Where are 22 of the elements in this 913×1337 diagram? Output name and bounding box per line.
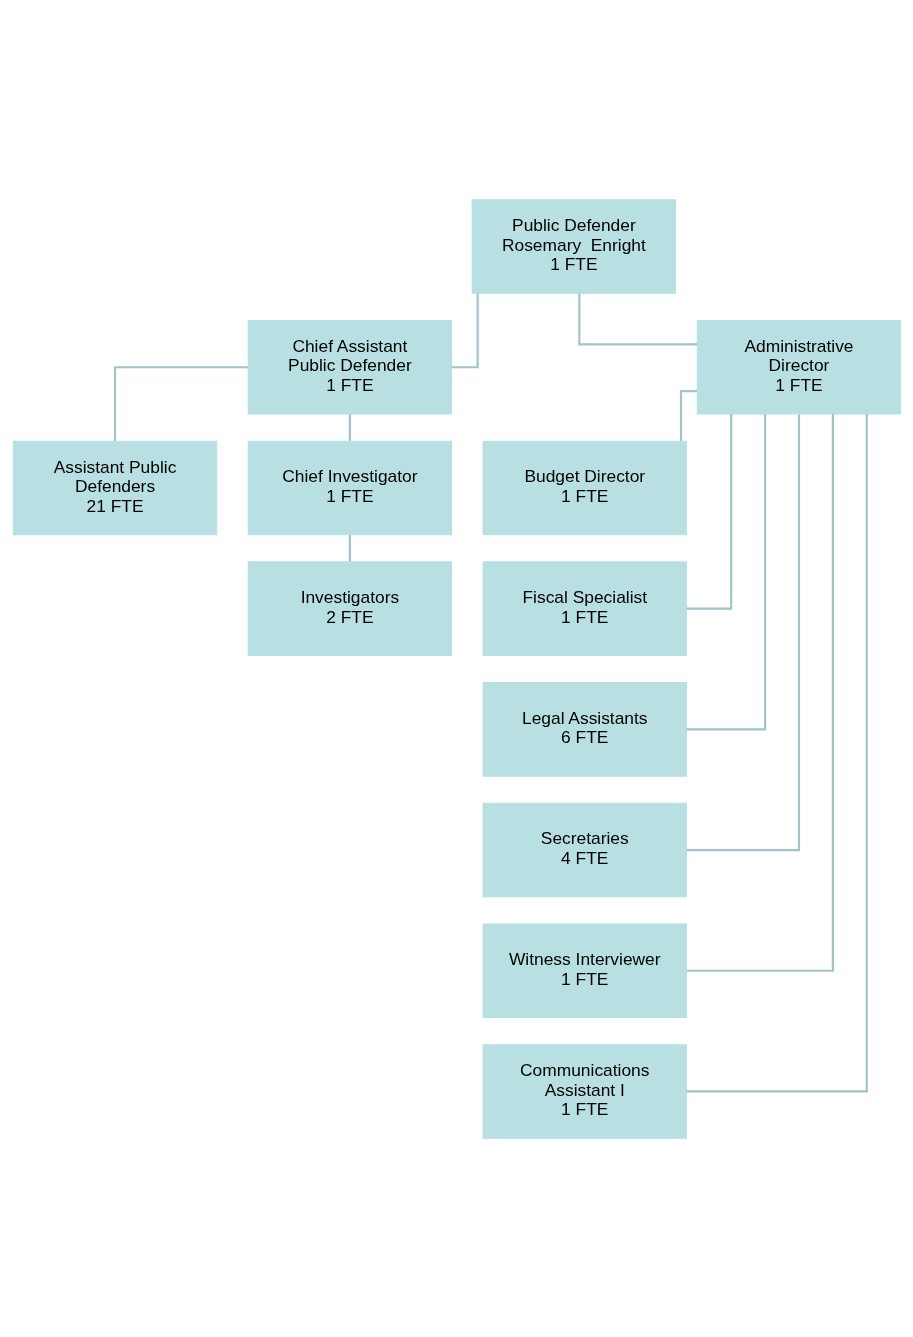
connector [577,292,697,345]
node-box: Assistant Public Defenders 21 FTE [12,440,217,535]
node-box: Budget Director 1 FTE [482,440,687,535]
connector [686,413,800,851]
node-box: Investigators 2 FTE [247,560,452,656]
node-box: Witness Interviewer 1 FTE [482,922,687,1018]
node-box: Administrative Director 1 FTE [696,319,901,415]
node-box: Communications Assistant I 1 FTE [482,1043,687,1139]
connector [686,413,868,1093]
node-box: Fiscal Specialist 1 FTE [482,560,687,656]
connector [113,365,248,441]
node-box: Legal Assistants 6 FTE [482,681,687,777]
connector [686,413,766,730]
node-box: Chief Investigator 1 FTE [247,440,452,535]
connector [685,413,732,610]
node-box: Secretaries 4 FTE [482,802,687,897]
connector [348,413,351,441]
node-box: Chief Assistant Public Defender 1 FTE [247,319,452,415]
connector [451,293,479,368]
connector [348,534,351,562]
node-box: Public Defender Rosemary Enright 1 FTE [471,198,676,294]
connector [686,413,834,972]
